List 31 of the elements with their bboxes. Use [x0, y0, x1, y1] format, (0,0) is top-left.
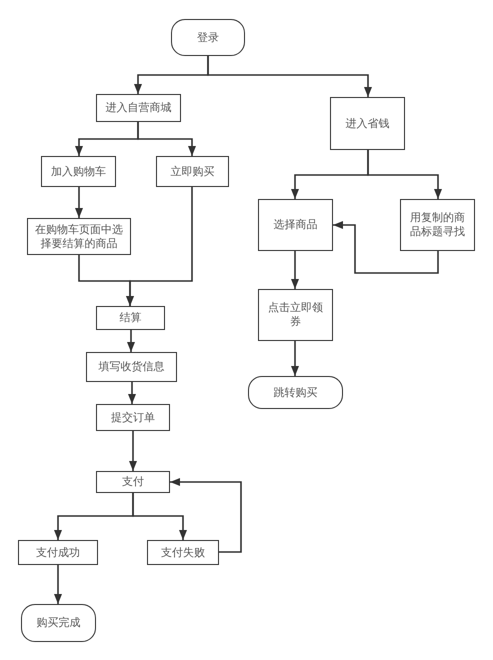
process-box: 在购物车页面中选择要结算的商品	[27, 218, 131, 255]
arrow	[126, 187, 193, 306]
terminal-box: 登录	[171, 19, 245, 56]
process-box: 提交订单	[96, 404, 170, 431]
arrow	[129, 431, 137, 471]
arrow	[75, 187, 83, 218]
process-box: 加入购物车	[41, 156, 116, 187]
arrow	[127, 330, 135, 352]
arrow	[137, 122, 196, 156]
arrow	[291, 341, 299, 376]
process-box: 结算	[96, 306, 165, 330]
process-box: 点击立即领券	[258, 289, 333, 341]
process-box: 支付	[96, 471, 170, 493]
process-box: 立即购买	[156, 156, 229, 187]
process-box: 用复制的商品标题寻找	[400, 199, 475, 251]
arrow	[333, 221, 439, 274]
process-box: 选择商品	[258, 199, 333, 251]
arrow	[367, 150, 442, 199]
arrow	[207, 56, 372, 97]
process-box: 支付成功	[18, 540, 98, 565]
process-box: 填写收货信息	[86, 352, 177, 382]
terminal-box: 购买完成	[21, 604, 96, 642]
arrow	[128, 382, 136, 404]
terminal-box: 跳转购买	[248, 376, 343, 409]
process-box: 支付失败	[147, 540, 219, 565]
process-box: 进入省钱	[330, 97, 405, 150]
arrow	[132, 493, 187, 540]
arrow	[170, 478, 242, 553]
arrow	[54, 565, 62, 604]
arrow	[291, 251, 299, 289]
process-box: 进入自营商城	[96, 94, 181, 122]
